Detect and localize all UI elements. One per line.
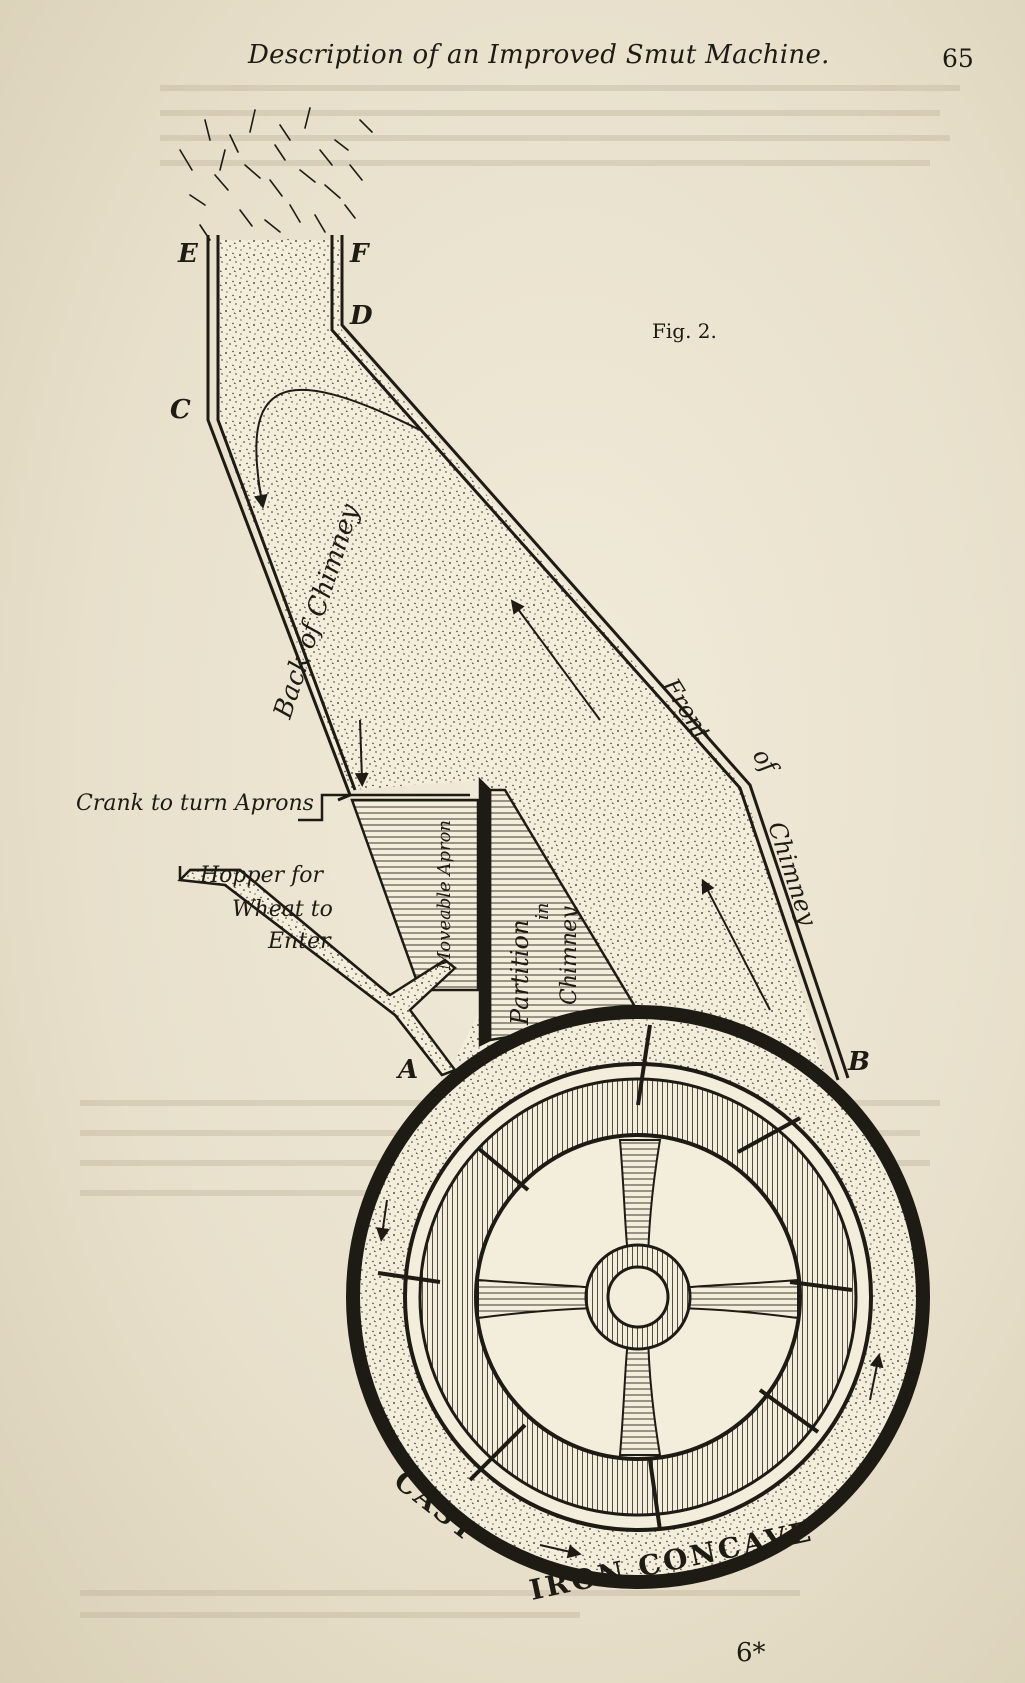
smut-wheel [346, 1005, 930, 1589]
label-crank: Crank to turn Aprons [76, 791, 314, 816]
page-number: 65 [942, 44, 974, 73]
label-c: C [170, 395, 191, 425]
label-partition-line3: Chimney [557, 906, 582, 1005]
label-hopper-line1: Hopper for [199, 863, 325, 888]
figure-caption: Fig. 2. [652, 319, 717, 343]
label-moveable-apron: Moveable Apron [434, 820, 455, 971]
label-f: F [349, 239, 370, 269]
smut-plume [179, 107, 373, 259]
label-hopper-line3: Enter. [267, 929, 335, 954]
label-partition-line2: in [532, 903, 553, 920]
label-b: B [847, 1047, 870, 1077]
running-header-title: Description of an Improved Smut Machine. [248, 40, 830, 70]
label-e: E [177, 239, 199, 269]
label-of: of [747, 743, 785, 781]
label-hopper-line2: Wheat to [232, 897, 333, 922]
label-a: A [395, 1055, 418, 1085]
chimney [206, 235, 850, 1110]
signature-mark: 6* [736, 1638, 766, 1668]
label-partition-line1: Partition [506, 920, 534, 1026]
label-d: D [349, 301, 373, 331]
